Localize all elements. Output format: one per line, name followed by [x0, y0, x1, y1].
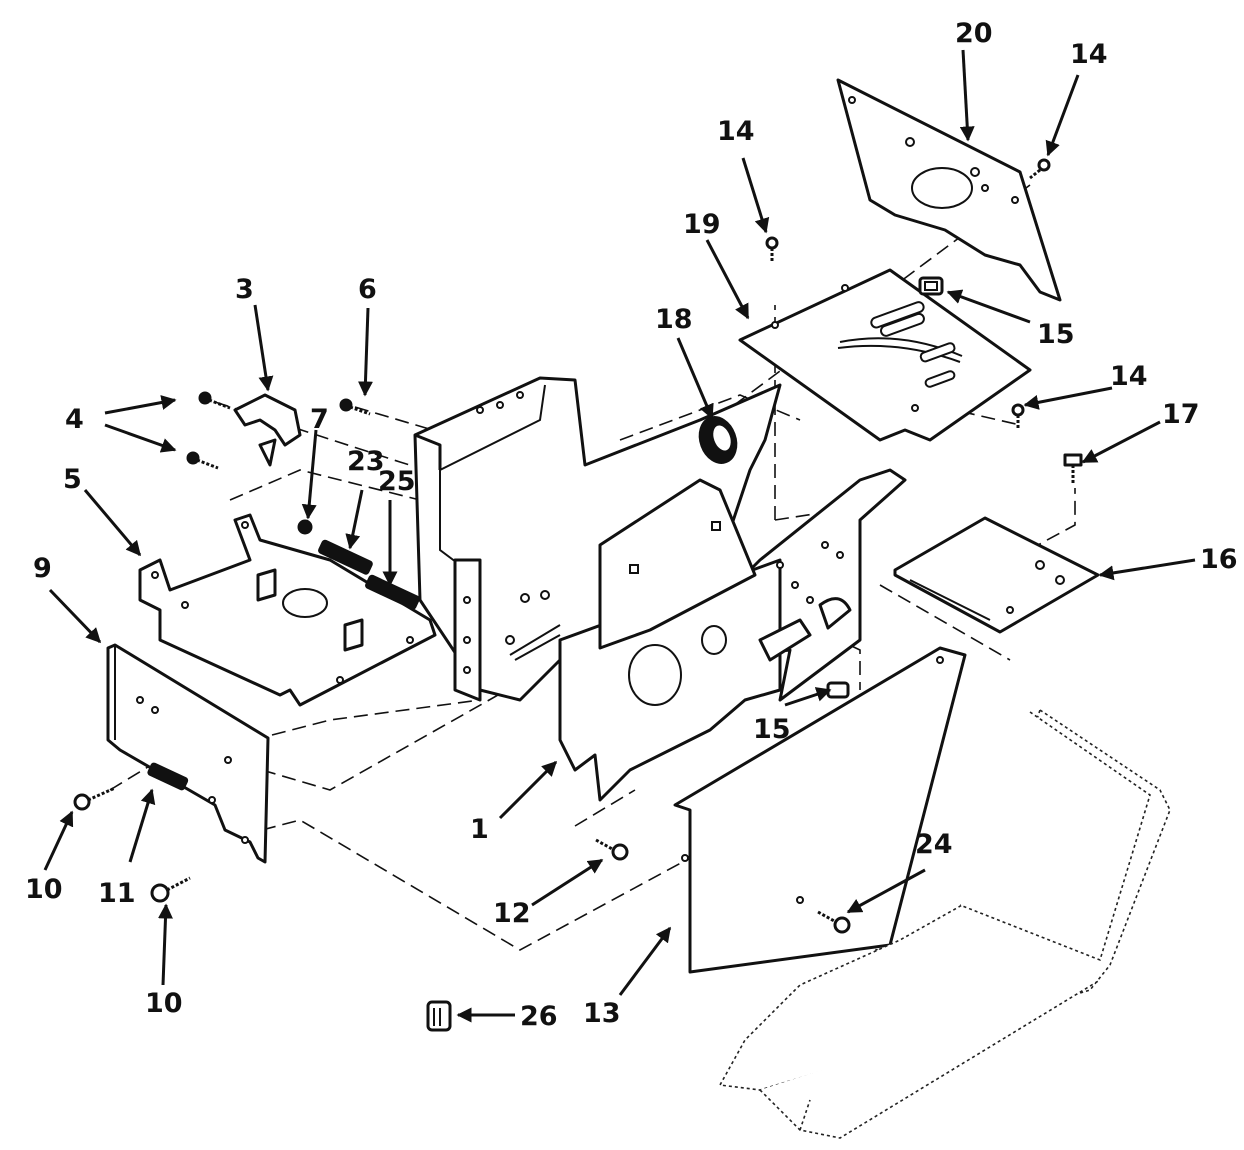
fasteners [73, 158, 1083, 1032]
callout-20: 20 [955, 18, 993, 49]
callout-14-mid: 14 [717, 116, 755, 147]
clip-15-lower [826, 681, 850, 699]
screw-14-top [1029, 158, 1051, 180]
screw-14-right [1011, 403, 1025, 428]
callout-15-lower: 15 [753, 714, 791, 745]
callout-26: 26 [520, 1001, 558, 1032]
plate-16 [893, 516, 1100, 634]
nut-7 [297, 519, 313, 535]
cover-plate-20 [836, 78, 1062, 302]
callout-10-lower: 10 [145, 988, 183, 1019]
callout-10-upper: 10 [25, 874, 63, 905]
bolt-12 [595, 838, 629, 861]
screw-14-mid [765, 236, 779, 262]
callout-12: 12 [493, 898, 531, 929]
callout-13: 13 [583, 998, 621, 1029]
callout-25: 25 [378, 466, 416, 497]
clip-15-upper [918, 276, 944, 296]
bolt-17 [1063, 453, 1083, 485]
callout-17: 17 [1162, 399, 1200, 430]
callout-24: 24 [915, 829, 953, 860]
callout-11: 11 [98, 878, 136, 909]
screw-24 [817, 910, 851, 934]
strip-11 [147, 762, 189, 791]
callout-7: 7 [310, 404, 329, 435]
clip-26 [426, 1000, 452, 1032]
callout-18: 18 [655, 304, 693, 335]
bracket-3 [233, 393, 302, 467]
phantom-shroud [718, 708, 1171, 1139]
screw-4-upper [198, 391, 231, 410]
screw-6 [339, 398, 371, 416]
callout-3: 3 [235, 274, 254, 305]
callout-15-upper: 15 [1037, 319, 1075, 350]
callout-5: 5 [63, 464, 82, 495]
base-plate-5 [138, 513, 437, 707]
callout-14-top: 14 [1070, 39, 1108, 70]
screw-4-lower [186, 451, 219, 470]
callout-16: 16 [1200, 544, 1238, 575]
upper-plate-19 [738, 268, 1032, 442]
callout-23: 23 [347, 446, 385, 477]
main-frame-1 [413, 376, 907, 802]
side-plate-9 [106, 643, 270, 864]
callout-9: 9 [33, 553, 52, 584]
callout-19: 19 [683, 209, 721, 240]
bolt-10-lower [150, 876, 191, 903]
callout-4: 4 [65, 404, 84, 435]
strip-23 [318, 539, 373, 575]
callout-labels: 1 3 4 5 6 7 9 10 10 11 12 13 14 14 14 15… [25, 18, 1238, 1032]
knob-18 [698, 416, 738, 464]
bolt-10-upper [73, 786, 116, 811]
callout-6: 6 [358, 274, 377, 305]
callout-1: 1 [470, 814, 489, 845]
callout-14-right: 14 [1110, 361, 1148, 392]
leader-arrows [43, 49, 1196, 1023]
